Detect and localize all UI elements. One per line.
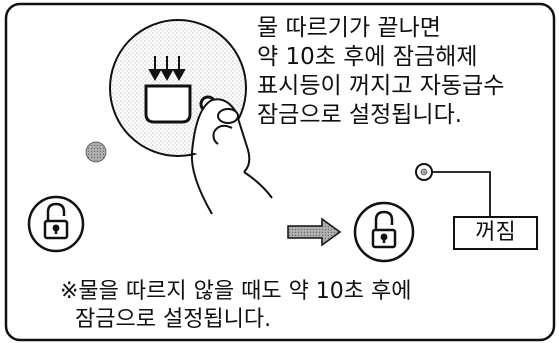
lock-icon: [371, 210, 397, 249]
lock-button-left[interactable]: [27, 195, 85, 253]
pointing-finger-icon: [190, 98, 273, 215]
lock-icon: [43, 202, 69, 240]
indicator-led-icon: [85, 141, 107, 163]
indicator-off-label: 꺼짐: [453, 216, 538, 250]
instruction-line: 표시등이 꺼지고 자동급수: [257, 73, 505, 99]
footnote-line: 잠금으로 설정됩니다.: [75, 307, 272, 332]
panel-border: [4, 2, 556, 342]
instruction-line: 물 따르기가 끝나면: [257, 15, 441, 41]
arrow-right-icon: [287, 217, 342, 247]
water-drip-icon: [148, 56, 186, 82]
indicator-led-off: [415, 163, 491, 216]
lock-button-right[interactable]: [353, 201, 415, 263]
instruction-line: 약 10초 후에 잠금해제: [257, 44, 478, 70]
footnote-line: ※물을 따르지 않을 때도 약 10초 후에: [60, 279, 412, 304]
instruction-line: 잠금으로 설정됩니다.: [257, 102, 463, 128]
